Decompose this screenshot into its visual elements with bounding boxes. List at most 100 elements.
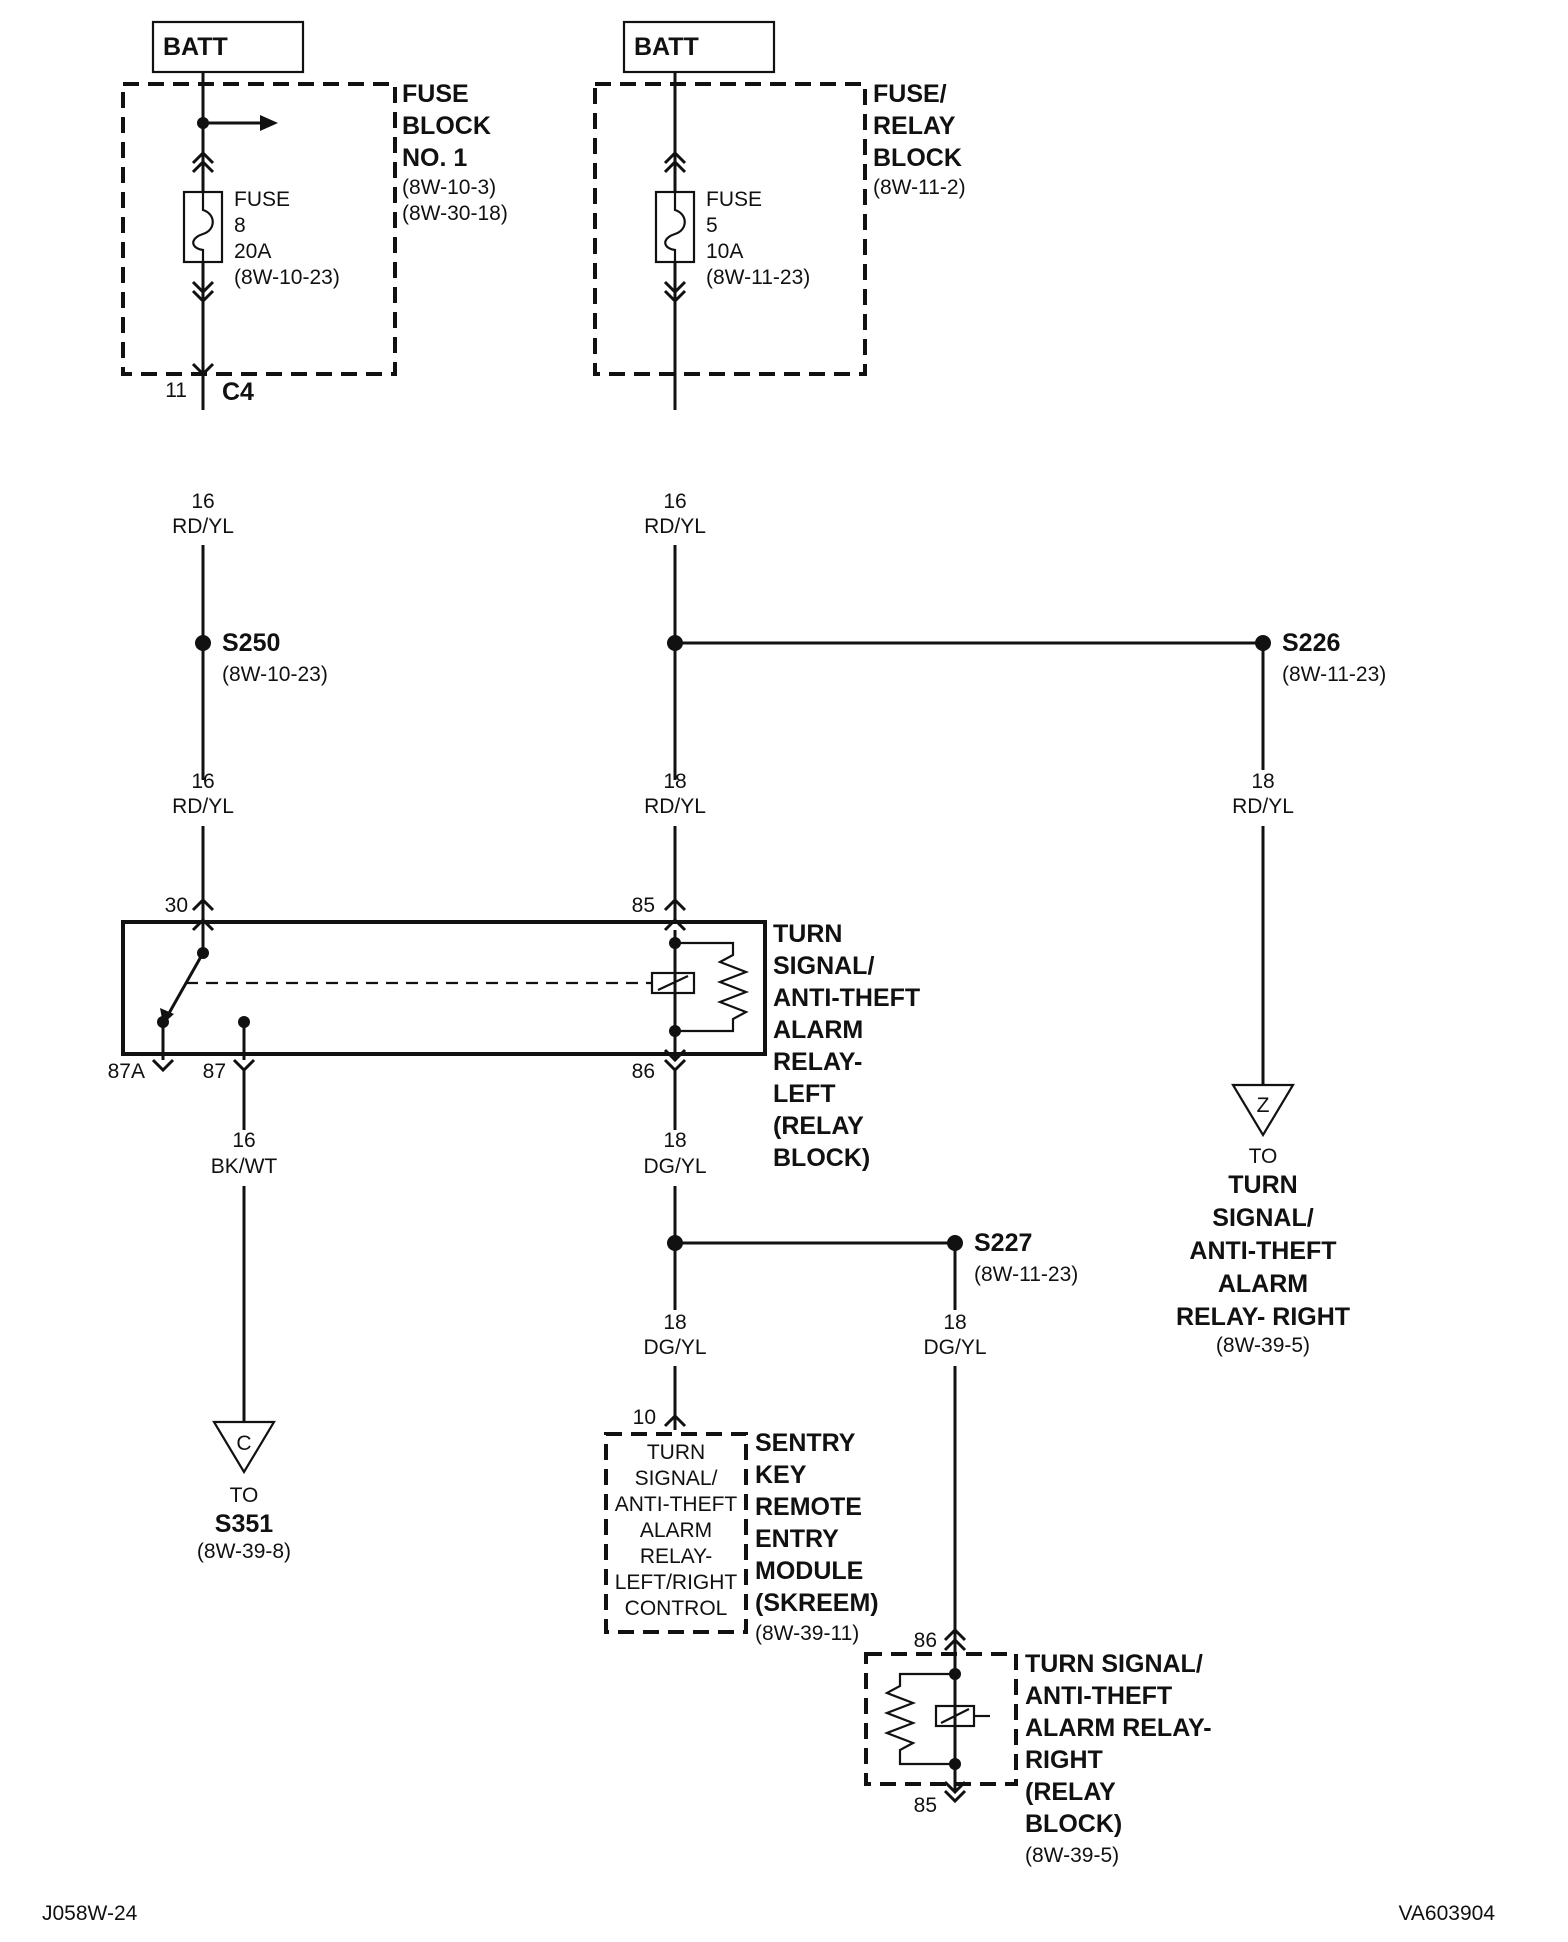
svg-text:18: 18	[663, 1129, 686, 1152]
svg-text:DG/YL: DG/YL	[643, 1336, 706, 1359]
dest-z-name: TURN SIGNAL/ ANTI-THEFT ALARM RELAY- RIG…	[1176, 1171, 1350, 1331]
splice-s226-name: S226	[1282, 629, 1340, 657]
svg-text:BLOCK): BLOCK)	[1025, 1810, 1122, 1838]
footer-right-code: VA603904	[1398, 1902, 1495, 1925]
svg-text:(RELAY: (RELAY	[773, 1112, 864, 1140]
svg-text:FUSE: FUSE	[234, 188, 290, 211]
relay-left-resistor	[675, 941, 750, 1033]
svg-text:TURN SIGNAL/: TURN SIGNAL/	[1025, 1650, 1203, 1678]
svg-text:FUSE: FUSE	[402, 80, 469, 108]
relay-left-title: TURN SIGNAL/ ANTI-THEFT ALARM RELAY- LEF…	[773, 920, 920, 1172]
svg-text:RD/YL: RD/YL	[1232, 795, 1294, 818]
svg-text:LEFT/RIGHT: LEFT/RIGHT	[615, 1571, 738, 1594]
svg-text:MODULE: MODULE	[755, 1557, 863, 1585]
connector-c4-icon	[191, 362, 215, 377]
svg-text:CONTROL: CONTROL	[625, 1597, 728, 1620]
wire-label-6: 16 BK/WT	[211, 1129, 278, 1178]
splice-s227-ref: (8W-11-23)	[974, 1263, 1078, 1286]
fuse-8-label: FUSE 8 20A (8W-10-23)	[234, 188, 340, 289]
svg-text:SIGNAL/: SIGNAL/	[635, 1467, 718, 1490]
svg-text:TURN: TURN	[773, 920, 842, 948]
splice-s226-ref: (8W-11-23)	[1282, 663, 1386, 686]
svg-text:DG/YL: DG/YL	[643, 1155, 706, 1178]
relay-left-coil	[650, 971, 696, 995]
relay-right-title: TURN SIGNAL/ ANTI-THEFT ALARM RELAY- RIG…	[1025, 1650, 1212, 1867]
wire-label-3: 16 RD/YL	[644, 490, 706, 538]
svg-text:NO. 1: NO. 1	[402, 144, 467, 172]
splice-s250-dot	[195, 635, 211, 651]
wire-label-8: 18 DG/YL	[643, 1311, 706, 1359]
svg-text:ANTI-THEFT: ANTI-THEFT	[1025, 1682, 1172, 1710]
svg-text:RD/YL: RD/YL	[172, 515, 234, 538]
batt-left-label: BATT	[163, 33, 228, 61]
relay-right-resistor	[883, 1672, 955, 1766]
dest-c-to: TO	[230, 1484, 259, 1507]
skreem-pin: 10	[633, 1406, 656, 1429]
svg-text:FUSE/: FUSE/	[873, 80, 947, 108]
skreem-box-text: TURN SIGNAL/ ANTI-THEFT ALARM RELAY- LEF…	[615, 1441, 738, 1620]
svg-text:ENTRY: ENTRY	[755, 1525, 839, 1553]
fuse-relay-block-title: FUSE/ RELAY BLOCK (8W-11-2)	[873, 80, 966, 199]
svg-text:ALARM RELAY-: ALARM RELAY-	[1025, 1714, 1212, 1742]
fuse-block-1-title: FUSE BLOCK NO. 1 (8W-10-3) (8W-30-18)	[402, 80, 508, 225]
wire-label-4: 18 RD/YL	[644, 770, 706, 818]
svg-text:ANTI-THEFT: ANTI-THEFT	[615, 1493, 738, 1516]
relay-right-pin-85: 85	[914, 1794, 937, 1817]
wire-label-5: 18 RD/YL	[1232, 770, 1294, 818]
relay-left-pin-86: 86	[632, 1060, 655, 1083]
svg-text:(8W-11-23): (8W-11-23)	[706, 266, 810, 289]
relay-left-switch	[166, 952, 205, 1016]
skreem-title: SENTRY KEY REMOTE ENTRY MODULE (SKREEM) …	[755, 1429, 879, 1645]
dest-c-triangle	[212, 1420, 276, 1475]
relay-left-pin-85: 85	[632, 894, 655, 917]
svg-text:(8W-10-23): (8W-10-23)	[234, 266, 340, 289]
relay-left-box	[121, 920, 767, 1056]
svg-text:RELAY- RIGHT: RELAY- RIGHT	[1176, 1303, 1350, 1331]
c4-name: C4	[222, 378, 254, 406]
svg-text:BLOCK: BLOCK	[402, 112, 491, 140]
splice-s227-dot	[947, 1235, 963, 1251]
svg-text:RD/YL: RD/YL	[644, 795, 706, 818]
svg-text:ANTI-THEFT: ANTI-THEFT	[1189, 1237, 1336, 1265]
svg-text:RELAY-: RELAY-	[773, 1048, 862, 1076]
dest-c-letter: C	[236, 1432, 251, 1455]
skreem-box	[604, 1432, 748, 1634]
svg-text:RELAY: RELAY	[873, 112, 956, 140]
svg-text:SIGNAL/: SIGNAL/	[773, 952, 874, 980]
svg-text:(8W-39-11): (8W-39-11)	[755, 1622, 859, 1645]
svg-text:RELAY-: RELAY-	[640, 1545, 712, 1568]
svg-text:TURN: TURN	[1228, 1171, 1297, 1199]
footer-left-code: J058W-24	[42, 1902, 138, 1925]
svg-text:SIGNAL/: SIGNAL/	[1212, 1204, 1313, 1232]
svg-text:ANTI-THEFT: ANTI-THEFT	[773, 984, 920, 1012]
svg-text:18: 18	[663, 770, 686, 793]
wire-label-7: 18 DG/YL	[643, 1129, 706, 1178]
batt-right-box	[622, 20, 776, 74]
c4-pin: 11	[165, 379, 187, 402]
svg-text:LEFT: LEFT	[773, 1080, 836, 1108]
relay-left-pin-87a: 87A	[108, 1060, 145, 1083]
dest-z-letter: Z	[1257, 1094, 1270, 1117]
svg-text:ALARM: ALARM	[1218, 1270, 1308, 1298]
svg-text:ALARM: ALARM	[773, 1016, 863, 1044]
relay-right-pin-86: 86	[914, 1629, 937, 1652]
svg-text:(8W-11-2): (8W-11-2)	[873, 176, 966, 199]
wire-label-1: 16 RD/YL	[172, 490, 234, 538]
fuse-5-label: FUSE 5 10A (8W-11-23)	[706, 188, 810, 289]
wire-label-2: 16 RD/YL	[172, 770, 234, 818]
splice-s250-ref: (8W-10-23)	[222, 663, 328, 686]
svg-text:REMOTE: REMOTE	[755, 1493, 862, 1521]
svg-text:(8W-30-18): (8W-30-18)	[402, 202, 508, 225]
fuse-block-1-box	[121, 82, 397, 376]
arrow-right-icon	[260, 115, 278, 131]
connector-chevron-icon	[191, 150, 215, 165]
svg-text:TURN: TURN	[647, 1441, 705, 1464]
relay-left-pin-30: 30	[165, 894, 188, 917]
dest-c-ref: (8W-39-8)	[197, 1540, 291, 1563]
svg-text:DG/YL: DG/YL	[923, 1336, 986, 1359]
splice-s250-name: S250	[222, 629, 280, 657]
svg-text:RIGHT: RIGHT	[1025, 1746, 1103, 1774]
svg-text:(RELAY: (RELAY	[1025, 1778, 1116, 1806]
svg-text:16: 16	[663, 490, 686, 513]
